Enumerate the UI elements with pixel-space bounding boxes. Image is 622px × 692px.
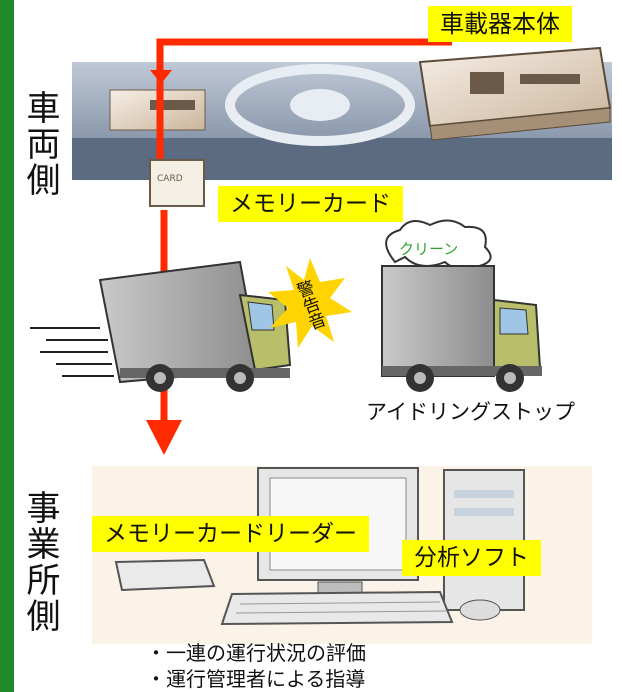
left-accent-bar xyxy=(0,0,14,692)
note-guidance: ・運行管理者による指導 xyxy=(146,667,366,691)
arrow-head-upper xyxy=(150,70,172,84)
moving-truck-illustration xyxy=(30,260,292,392)
card-reader-label: メモリーカードリーダー xyxy=(92,516,369,552)
idle-truck-illustration xyxy=(381,219,542,392)
onboard-unit-device xyxy=(418,46,612,141)
arrow-head-down xyxy=(146,420,182,455)
card-text: CARD xyxy=(157,174,183,184)
clean-label: クリーン xyxy=(399,240,459,258)
warning-burst xyxy=(268,258,352,348)
memory-card-label: メモリーカード xyxy=(218,186,403,222)
vehicle-side-label: 車両側 xyxy=(20,90,60,198)
analysis-software-label: 分析ソフト xyxy=(402,540,541,576)
onboard-unit-label: 車載器本体 xyxy=(428,6,572,42)
idling-stop-label: アイドリングストップ xyxy=(366,400,575,424)
note-evaluation: ・一連の運行状況の評価 xyxy=(146,641,366,665)
memory-card-icon xyxy=(149,159,205,207)
office-side-label: 事業所側 xyxy=(20,490,60,634)
